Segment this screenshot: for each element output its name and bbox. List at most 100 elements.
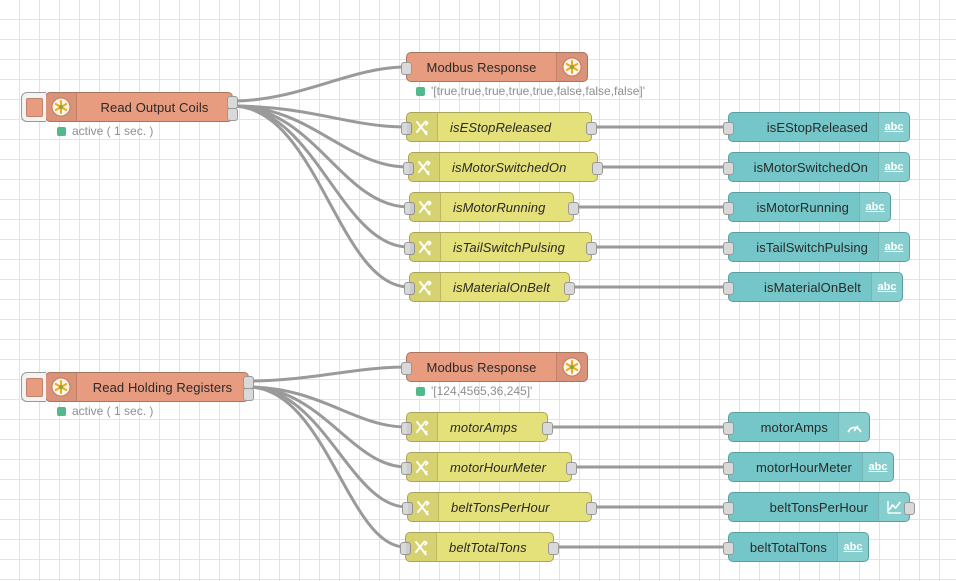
- output-port[interactable]: [566, 462, 577, 475]
- text-abc-icon: abc: [837, 533, 868, 561]
- text-abc-icon: abc: [859, 193, 890, 221]
- input-port[interactable]: [723, 202, 734, 215]
- modbus-read-node-output-coils[interactable]: Read Output Coils: [21, 92, 238, 122]
- input-port[interactable]: [402, 502, 413, 515]
- node-label: isMotorRunning: [453, 199, 546, 215]
- node-label: motorHourMeter: [755, 459, 852, 475]
- input-port[interactable]: [401, 422, 412, 435]
- function-node-ismotorrunning[interactable]: isMotorRunning: [404, 192, 579, 222]
- output-port[interactable]: [586, 502, 597, 515]
- inject-button-swatch: [25, 97, 43, 117]
- text-abc-icon: abc: [878, 233, 909, 261]
- node-label: beltTotalTons: [749, 539, 827, 555]
- dashboard-chart-node-belttonsperhour[interactable]: beltTonsPerHour: [723, 492, 915, 522]
- output-port[interactable]: [564, 282, 575, 295]
- node-label: isEStopReleased: [450, 119, 552, 135]
- function-fx-icon: [407, 413, 438, 441]
- dashboard-text-node-ismotorrunning[interactable]: isMotorRunning abc: [723, 192, 891, 222]
- dashboard-text-node-belttotaltons[interactable]: beltTotalTons abc: [723, 532, 869, 562]
- input-port[interactable]: [403, 162, 414, 175]
- dashboard-text-node-motorhourmeter[interactable]: motorHourMeter abc: [723, 452, 894, 482]
- abc-glyph: abc: [884, 161, 904, 173]
- modbus-response-node-coils[interactable]: Modbus Response: [401, 52, 588, 82]
- node-label: motorAmps: [450, 419, 518, 435]
- input-port[interactable]: [404, 242, 415, 255]
- output-port[interactable]: [586, 242, 597, 255]
- output-port[interactable]: [542, 422, 553, 435]
- function-node-belttotaltons[interactable]: beltTotalTons: [400, 532, 559, 562]
- function-fx-icon: [407, 113, 438, 141]
- node-label: isEStopReleased: [766, 119, 868, 135]
- status-text: '[124,4565,36,245]': [431, 384, 533, 398]
- modbus-star-icon: [46, 93, 77, 121]
- node-label: isTailSwitchPulsing: [453, 239, 565, 255]
- green-square-icon: [416, 386, 425, 396]
- wire: [230, 104, 411, 209]
- node-label: isMaterialOnBelt: [764, 279, 861, 295]
- input-port[interactable]: [401, 462, 412, 475]
- dashboard-text-node-ismotorswitchedon[interactable]: isMotorSwitchedOn abc: [723, 152, 910, 182]
- input-port[interactable]: [401, 362, 412, 375]
- function-node-ismotorswitchedon[interactable]: isMotorSwitchedOn: [403, 152, 603, 182]
- function-node-isestopreleased[interactable]: isEStopReleased: [401, 112, 597, 142]
- input-port[interactable]: [723, 282, 734, 295]
- input-port[interactable]: [404, 202, 415, 215]
- output-port[interactable]: [592, 162, 603, 175]
- input-port[interactable]: [723, 502, 734, 515]
- input-port[interactable]: [723, 422, 734, 435]
- input-port[interactable]: [723, 462, 734, 475]
- abc-glyph: abc: [884, 241, 904, 253]
- inject-trigger-button[interactable]: [21, 92, 46, 122]
- wire: [230, 104, 408, 129]
- status-text: active ( 1 sec. ): [72, 404, 154, 418]
- function-fx-icon: [407, 453, 438, 481]
- input-port[interactable]: [401, 122, 412, 135]
- function-node-motoramps[interactable]: motorAmps: [401, 412, 553, 442]
- output-port[interactable]: [568, 202, 579, 215]
- wire: [230, 65, 408, 103]
- input-port[interactable]: [401, 62, 412, 75]
- input-port[interactable]: [723, 542, 734, 555]
- chart-line-icon: [878, 493, 909, 521]
- output-port[interactable]: [586, 122, 597, 135]
- input-port[interactable]: [723, 242, 734, 255]
- modbus-response-node-registers[interactable]: Modbus Response: [401, 352, 588, 382]
- output-port[interactable]: [227, 108, 238, 121]
- function-node-belttonsperhour[interactable]: beltTonsPerHour: [402, 492, 597, 522]
- input-port[interactable]: [723, 162, 734, 175]
- dashboard-text-node-isestopreleased[interactable]: isEStopReleased abc: [723, 112, 910, 142]
- node-label: motorAmps: [760, 419, 828, 435]
- modbus-read-node-holding-registers[interactable]: Read Holding Registers: [21, 372, 254, 402]
- node-label: beltTotalTons: [449, 539, 527, 555]
- abc-glyph: abc: [884, 121, 904, 133]
- abc-glyph: abc: [843, 541, 863, 553]
- dashboard-gauge-node-motoramps[interactable]: motorAmps: [723, 412, 870, 442]
- text-abc-icon: abc: [871, 273, 902, 301]
- inject-trigger-button[interactable]: [21, 372, 46, 402]
- wire: [230, 104, 410, 169]
- output-port[interactable]: [243, 388, 254, 401]
- gauge-icon: [838, 413, 869, 441]
- node-label: motorHourMeter: [450, 459, 547, 475]
- text-abc-icon: abc: [862, 453, 893, 481]
- function-fx-icon: [410, 193, 441, 221]
- output-port[interactable]: [548, 542, 559, 555]
- function-node-istailswitchpulsing[interactable]: isTailSwitchPulsing: [404, 232, 597, 262]
- input-port[interactable]: [400, 542, 411, 555]
- input-port[interactable]: [723, 122, 734, 135]
- green-square-icon: [57, 406, 66, 416]
- dashboard-text-node-istailswitchpulsing[interactable]: isTailSwitchPulsing abc: [723, 232, 910, 262]
- input-port[interactable]: [404, 282, 415, 295]
- function-node-ismaterialonbelt[interactable]: isMaterialOnBelt: [404, 272, 575, 302]
- dashboard-text-node-ismaterialonbelt[interactable]: isMaterialOnBelt abc: [723, 272, 903, 302]
- modbus-star-icon: [556, 53, 587, 81]
- function-fx-icon: [408, 493, 439, 521]
- function-node-motorhourmeter[interactable]: motorHourMeter: [401, 452, 577, 482]
- output-port[interactable]: [904, 502, 915, 515]
- function-fx-icon: [409, 153, 440, 181]
- wire: [246, 365, 408, 383]
- abc-glyph: abc: [877, 281, 897, 293]
- function-fx-icon: [410, 273, 441, 301]
- node-label: Modbus Response: [426, 359, 537, 375]
